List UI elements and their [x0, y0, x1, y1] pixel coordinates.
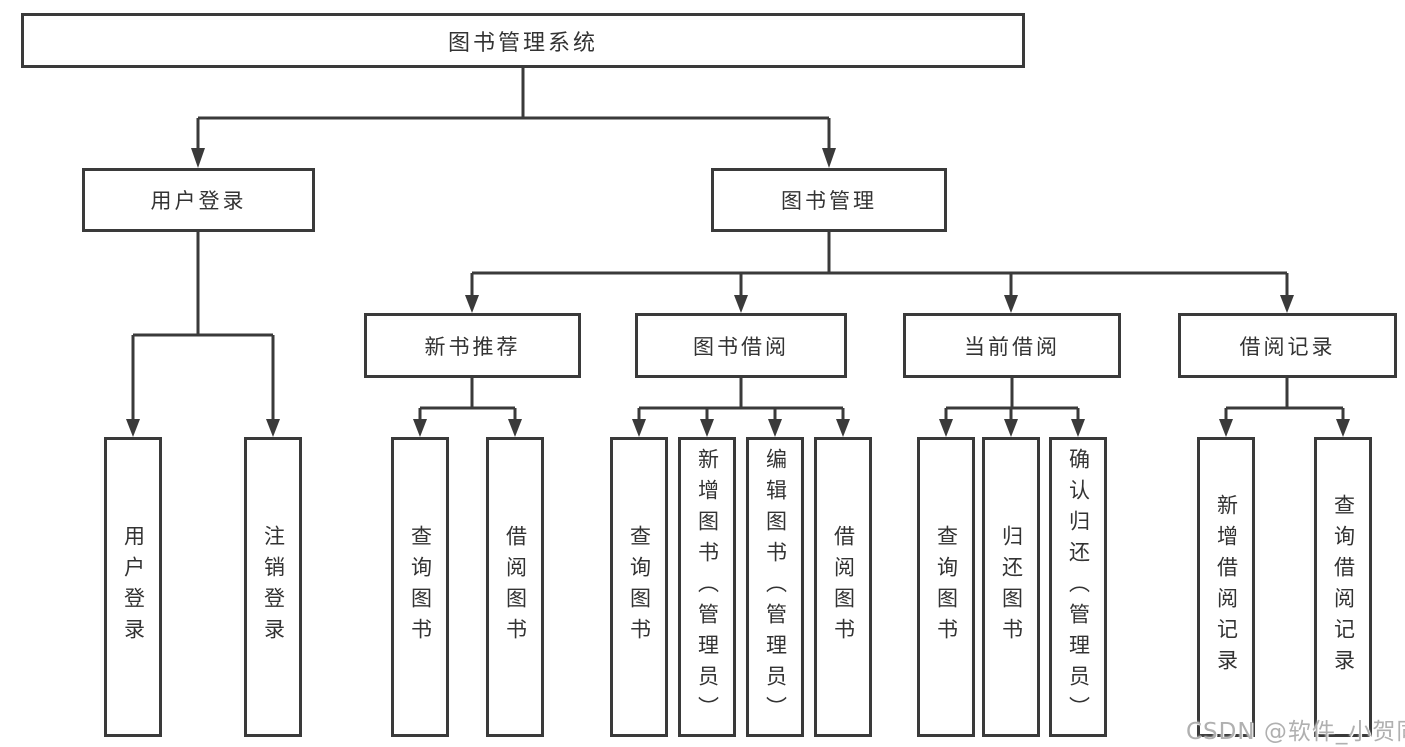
leaf-add-borrow-record-label: 新增借阅记录: [1214, 494, 1239, 680]
leaf-return-book-label: 归还图书: [999, 525, 1024, 649]
leaf-add-book-admin: 新增图书（管理员）: [678, 437, 736, 737]
leaf-query-books-newbooks: 查询图书: [391, 437, 449, 737]
connector-bookborrow-to-leaves: [632, 378, 850, 437]
node-book-management-label: 图书管理: [781, 189, 877, 213]
leaf-query-books-borrow: 查询图书: [610, 437, 668, 737]
node-library-management-system-label: 图书管理系统: [447, 30, 598, 56]
leaf-query-books-current-label: 查询图书: [934, 525, 959, 649]
node-user-login-label: 用户登录: [150, 189, 247, 213]
connector-userlogin-to-leaves: [126, 232, 280, 437]
node-user-login: 用户登录: [82, 168, 315, 232]
leaf-confirm-return-admin-label: 确认归还（管理员）: [1066, 447, 1091, 727]
node-book-management: 图书管理: [711, 168, 947, 232]
node-new-book-recommend-label: 新书推荐: [424, 334, 521, 359]
leaf-edit-book-admin-label: 编辑图书（管理员）: [763, 447, 788, 727]
leaf-borrow-books-newbooks: 借阅图书: [486, 437, 544, 737]
node-borrow-records: 借阅记录: [1178, 313, 1397, 378]
node-borrow-records-label: 借阅记录: [1239, 334, 1336, 359]
leaf-borrow-books-newbooks-label: 借阅图书: [503, 525, 528, 649]
connector-root-to-level2: [191, 68, 836, 168]
connector-bookmgmt-to-level3: [465, 232, 1294, 313]
leaf-confirm-return-admin: 确认归还（管理员）: [1049, 437, 1107, 737]
node-new-book-recommend: 新书推荐: [364, 313, 581, 378]
leaf-query-books-current: 查询图书: [917, 437, 975, 737]
node-current-borrow: 当前借阅: [903, 313, 1121, 378]
leaf-user-login: 用户登录: [104, 437, 162, 737]
csdn-watermark: CSDN @软件_小贺同学: [1186, 719, 1405, 745]
leaf-edit-book-admin: 编辑图书（管理员）: [746, 437, 804, 737]
leaf-add-borrow-record: 新增借阅记录: [1197, 437, 1255, 737]
leaf-query-borrow-record-label: 查询借阅记录: [1331, 494, 1356, 680]
connector-borrowrecords-to-leaves: [1219, 378, 1350, 437]
leaf-logout-login-label: 注销登录: [261, 525, 286, 649]
node-library-management-system: 图书管理系统: [21, 13, 1025, 68]
leaf-user-login-label: 用户登录: [121, 525, 146, 649]
leaf-logout-login: 注销登录: [244, 437, 302, 737]
leaf-add-book-admin-label: 新增图书（管理员）: [695, 447, 720, 727]
leaf-query-books-borrow-label: 查询图书: [627, 525, 652, 649]
leaf-query-borrow-record: 查询借阅记录: [1314, 437, 1372, 737]
node-book-borrow-label: 图书借阅: [693, 334, 789, 359]
connector-newbooks-to-leaves: [413, 378, 522, 437]
leaf-borrow-books-borrow-label: 借阅图书: [831, 525, 856, 649]
node-current-borrow-label: 当前借阅: [964, 334, 1060, 359]
leaf-return-book: 归还图书: [982, 437, 1040, 737]
leaf-borrow-books-borrow: 借阅图书: [814, 437, 872, 737]
leaf-query-books-newbooks-label: 查询图书: [408, 525, 433, 649]
connector-currentborrow-to-leaves: [939, 378, 1085, 437]
node-book-borrow: 图书借阅: [635, 313, 847, 378]
